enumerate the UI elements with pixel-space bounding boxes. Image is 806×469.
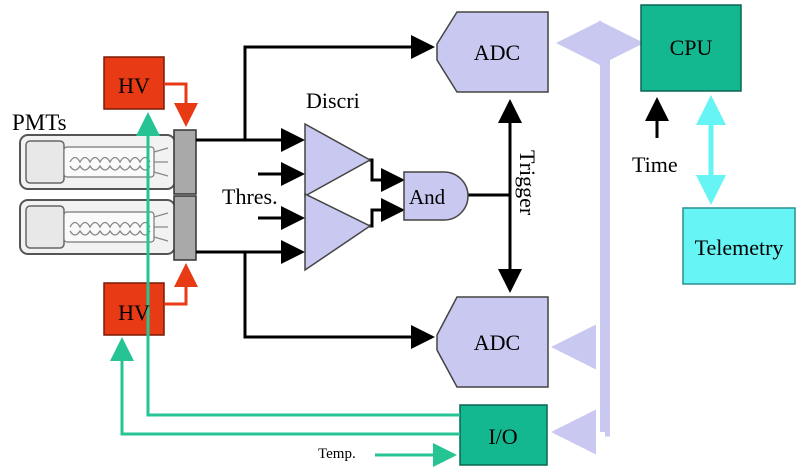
- adc-bottom-block: [436, 296, 549, 388]
- telemetry-block: [682, 207, 796, 285]
- cpu-block: [640, 4, 742, 92]
- data-bus: [551, 20, 644, 455]
- pmt-tube-top: [19, 134, 176, 190]
- telemetry-label: Telemetry: [695, 235, 784, 260]
- thres-label: Thres.: [222, 184, 278, 209]
- adc-top-block: [436, 11, 549, 93]
- discriminator-bottom: [304, 192, 372, 272]
- pmts-label: PMTs: [12, 110, 67, 135]
- pmt-base-top: [173, 129, 197, 195]
- adc-top-label: ADC: [474, 40, 520, 65]
- discri-label: Discri: [306, 88, 360, 113]
- io-control-lines: [110, 112, 460, 467]
- temp-label: Temp.: [318, 446, 356, 462]
- hv-feed-arrows: [164, 82, 198, 306]
- pmt-base-bottom: [173, 195, 197, 261]
- hv-top-label: HV: [118, 73, 150, 98]
- io-label: I/O: [488, 424, 517, 449]
- discriminator-top: [304, 122, 372, 198]
- hv-supply-top: [103, 56, 165, 110]
- cpu-label: CPU: [670, 35, 713, 60]
- and-gate: [403, 171, 469, 221]
- time-label: Time: [632, 152, 678, 177]
- and-label: And: [409, 185, 446, 209]
- adc-bottom-label: ADC: [474, 330, 520, 355]
- io-block: [459, 404, 548, 466]
- hv-supply-bottom: [103, 282, 165, 336]
- pmt-tube-bottom: [19, 199, 176, 255]
- trigger-label: Trigger: [515, 150, 540, 216]
- hv-bottom-label: HV: [118, 300, 150, 325]
